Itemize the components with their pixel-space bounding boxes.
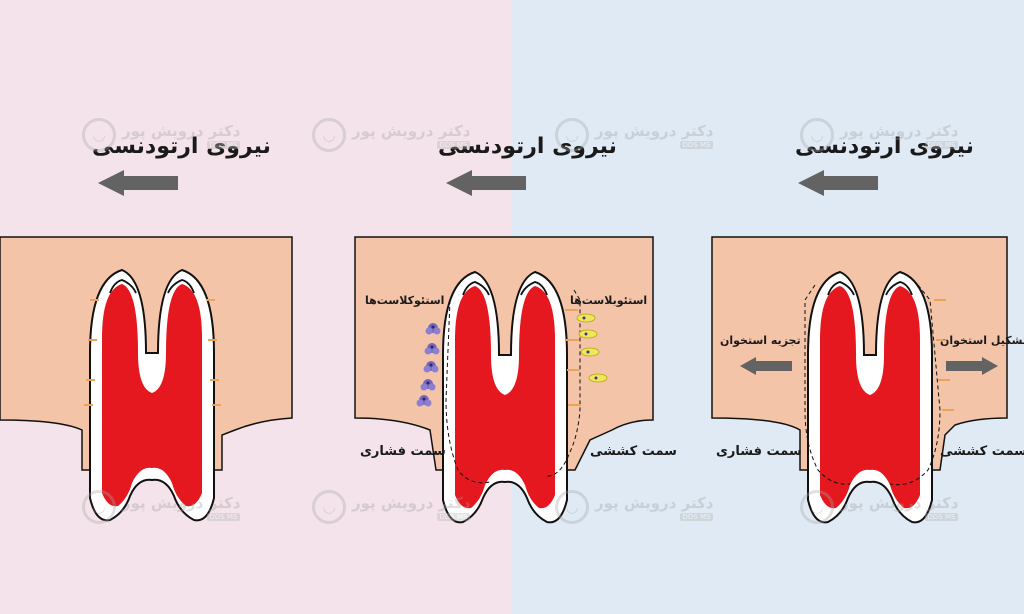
tooth-logo-icon: ◡ (82, 490, 116, 524)
ligament-fibers-middle (565, 309, 581, 406)
panel-middle (354, 170, 654, 524)
tooth-logo-icon: ◡ (555, 490, 589, 524)
resorption-arrow (740, 357, 792, 375)
resorption-label: تجزیه استخوان (720, 334, 801, 347)
tooth-logo-icon: ◡ (312, 490, 346, 524)
pressure-outline-middle (445, 299, 491, 484)
alveolar-bone-middle (354, 236, 654, 471)
tooth-logo-icon: ◡ (800, 118, 834, 152)
force-label-left: نیروی ارتودنسی (92, 134, 271, 159)
tension-side-label-middle: سمت کششی (590, 444, 677, 459)
tooth-logo-icon: ◡ (312, 118, 346, 152)
osteoclasts-label: استئوکلاست‌ها (365, 294, 445, 307)
osteoblasts-label: استئوبلاست‌ها (570, 294, 648, 307)
tension-outline-middle (544, 289, 581, 477)
tooth-logo-icon: ◡ (555, 118, 589, 152)
panel-right (711, 170, 1008, 524)
pressure-side-label-right: سمت فشاری (716, 444, 802, 459)
tension-side-label-right: سمت کششی (940, 444, 1024, 459)
tension-outline-right (889, 284, 941, 486)
force-arrow-middle (446, 170, 526, 196)
force-arrow-left (98, 170, 178, 196)
formation-label: تشکیل استخوان (940, 334, 1024, 347)
pressure-outline-right (804, 284, 851, 485)
tooth-logo-icon: ◡ (82, 118, 116, 152)
formation-arrow (946, 357, 998, 375)
tooth-logo-icon: ◡ (800, 490, 834, 524)
panel-left (0, 170, 293, 522)
ligament-fibers-right (934, 299, 954, 411)
pressure-side-label-middle: سمت فشاری (360, 444, 446, 459)
ligament-fibers-left (84, 299, 221, 406)
force-arrow-right (798, 170, 878, 196)
